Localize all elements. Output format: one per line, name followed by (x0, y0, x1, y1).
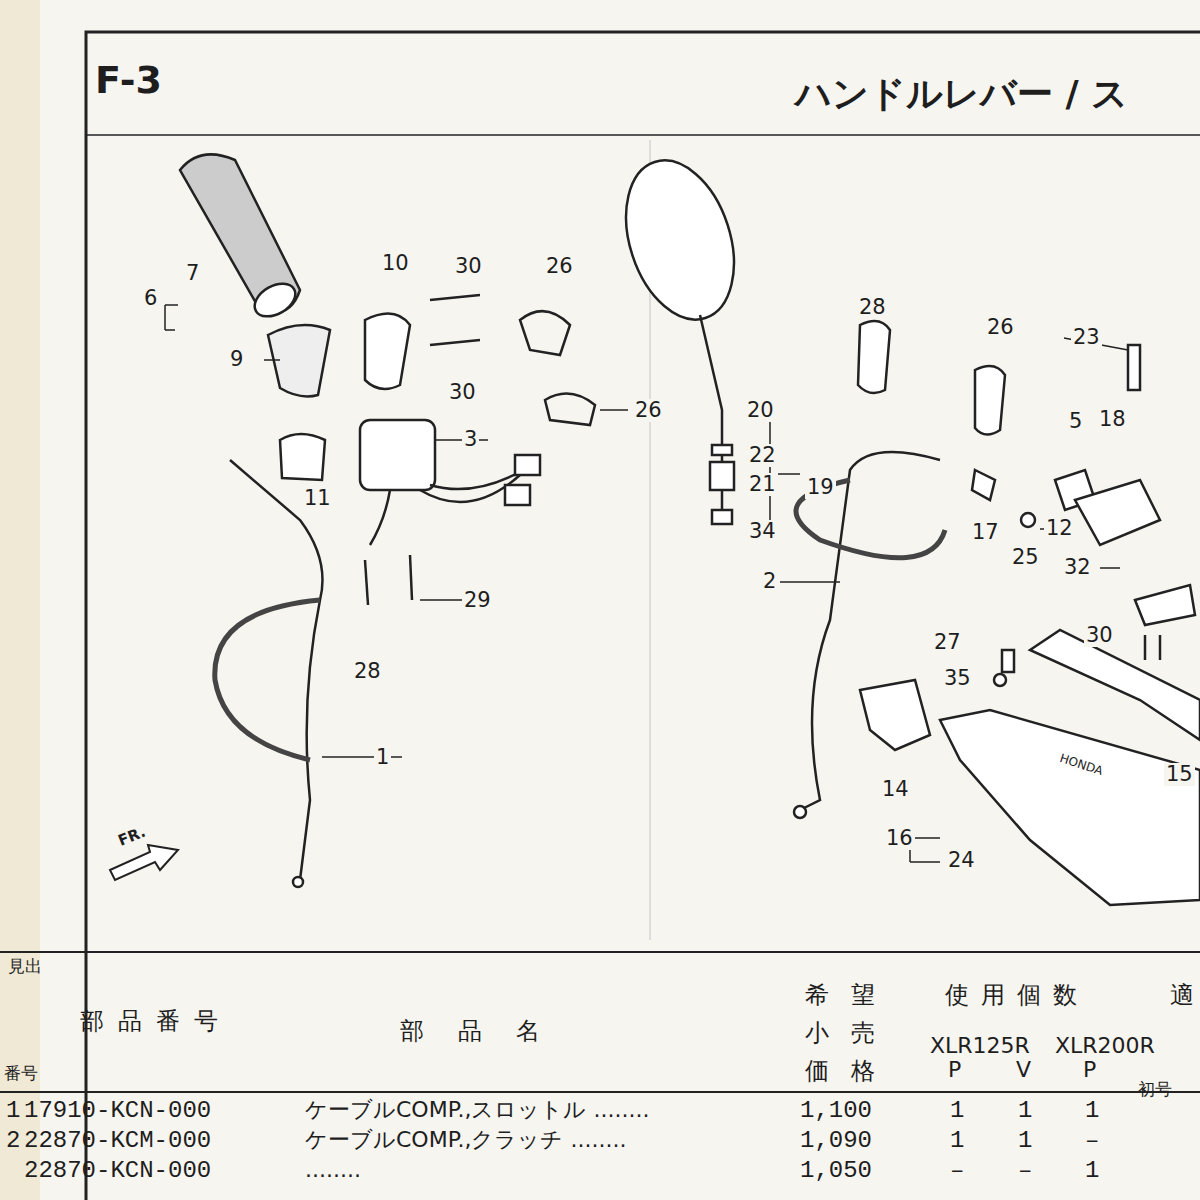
part-name: ........ (305, 1158, 361, 1182)
table-header: 使用個数 (945, 982, 1089, 1008)
table-cell: 1 (1085, 1158, 1099, 1184)
callout-number: 28 (857, 296, 888, 319)
callout-number: 7 (184, 262, 201, 285)
table-cell: 1 (6, 1098, 20, 1124)
callout-number: 30 (453, 255, 484, 278)
front-arrow (110, 845, 178, 880)
table-cell: 1 (950, 1098, 964, 1124)
callout-number: 26 (985, 316, 1016, 339)
table-header: 番号 (4, 1064, 38, 1083)
table-cell: – (950, 1158, 964, 1184)
table-cell: 2 (6, 1128, 20, 1154)
callout-number: 18 (1097, 408, 1128, 431)
callout-number: 28 (352, 660, 383, 683)
front-mark: FR. (116, 824, 148, 850)
callout-number: 26 (544, 255, 575, 278)
callout-number: 21 (747, 473, 778, 496)
table-header: 部品番号 (80, 1008, 232, 1034)
callout-number: 14 (880, 778, 911, 801)
callout-number: 29 (462, 589, 493, 612)
callout-number: 9 (228, 348, 245, 371)
callout-number: 17 (970, 521, 1001, 544)
table-cell: 1 (950, 1128, 964, 1154)
table-header: 価格 (805, 1058, 897, 1084)
page-frame (0, 32, 1200, 1200)
part-name: ケーブルCOMP.,スロットル ........ (305, 1098, 649, 1122)
table-header: 希望 (805, 982, 897, 1008)
right-assembly (607, 147, 1200, 905)
table-cell: 1 (1018, 1098, 1032, 1124)
callout-number: 15 (1164, 763, 1195, 786)
leader-lines (264, 338, 1128, 757)
callout-number: 32 (1062, 556, 1093, 579)
callout-number: 10 (380, 252, 411, 275)
paper-edge (0, 0, 40, 1200)
callout-number: 30 (1084, 624, 1115, 647)
callout-number: 27 (932, 631, 963, 654)
callout-number: 24 (946, 849, 977, 872)
callout-number: 26 (633, 399, 664, 422)
part-number: 17910-KCN-000 (24, 1098, 211, 1124)
callout-number: 12 (1044, 517, 1075, 540)
callout-number: 11 (302, 487, 333, 510)
callout-number: 3 (462, 428, 479, 451)
callout-number: 34 (747, 520, 778, 543)
model-header: V (1016, 1058, 1031, 1082)
table-cell: – (1018, 1158, 1032, 1184)
callout-number: 20 (745, 399, 776, 422)
table-cell: 1 (1018, 1128, 1032, 1154)
model-header: P (948, 1058, 961, 1082)
model-header: XLR200R (1055, 1034, 1155, 1058)
callout-number: 30 (447, 381, 478, 404)
part-number: 22870-KCN-000 (24, 1158, 211, 1184)
callout-number: 5 (1067, 410, 1084, 433)
table-header: 適 (1170, 982, 1194, 1008)
table-cell: 1 (1085, 1098, 1099, 1124)
table-header: 小売 (805, 1020, 897, 1046)
left-assembly (165, 154, 595, 887)
callout-number: 22 (747, 444, 778, 467)
table-header: 見出 (8, 957, 42, 976)
price: 1,050 (800, 1158, 872, 1184)
part-name: ケーブルCOMP.,クラッチ ........ (305, 1128, 626, 1152)
price: 1,100 (800, 1098, 872, 1124)
table-header: 初号 (1138, 1080, 1172, 1099)
callout-number: 1 (374, 746, 391, 769)
callout-number: 2 (761, 570, 778, 593)
callout-number: 6 (142, 287, 159, 310)
callout-number: 16 (884, 827, 915, 850)
callout-number: 35 (942, 667, 973, 690)
callout-number: 25 (1010, 546, 1041, 569)
callout-number: 19 (805, 476, 836, 499)
table-cell: – (1085, 1128, 1099, 1154)
table-header: 部品名 (400, 1018, 574, 1044)
page-code: F-3 (95, 60, 162, 102)
price: 1,090 (800, 1128, 872, 1154)
part-number: 22870-KCM-000 (24, 1128, 211, 1154)
page-title: ハンドルレバー / ス (795, 74, 1128, 114)
callout-number: 23 (1071, 326, 1102, 349)
model-header: P (1083, 1058, 1096, 1082)
model-header: XLR125R (930, 1034, 1030, 1058)
